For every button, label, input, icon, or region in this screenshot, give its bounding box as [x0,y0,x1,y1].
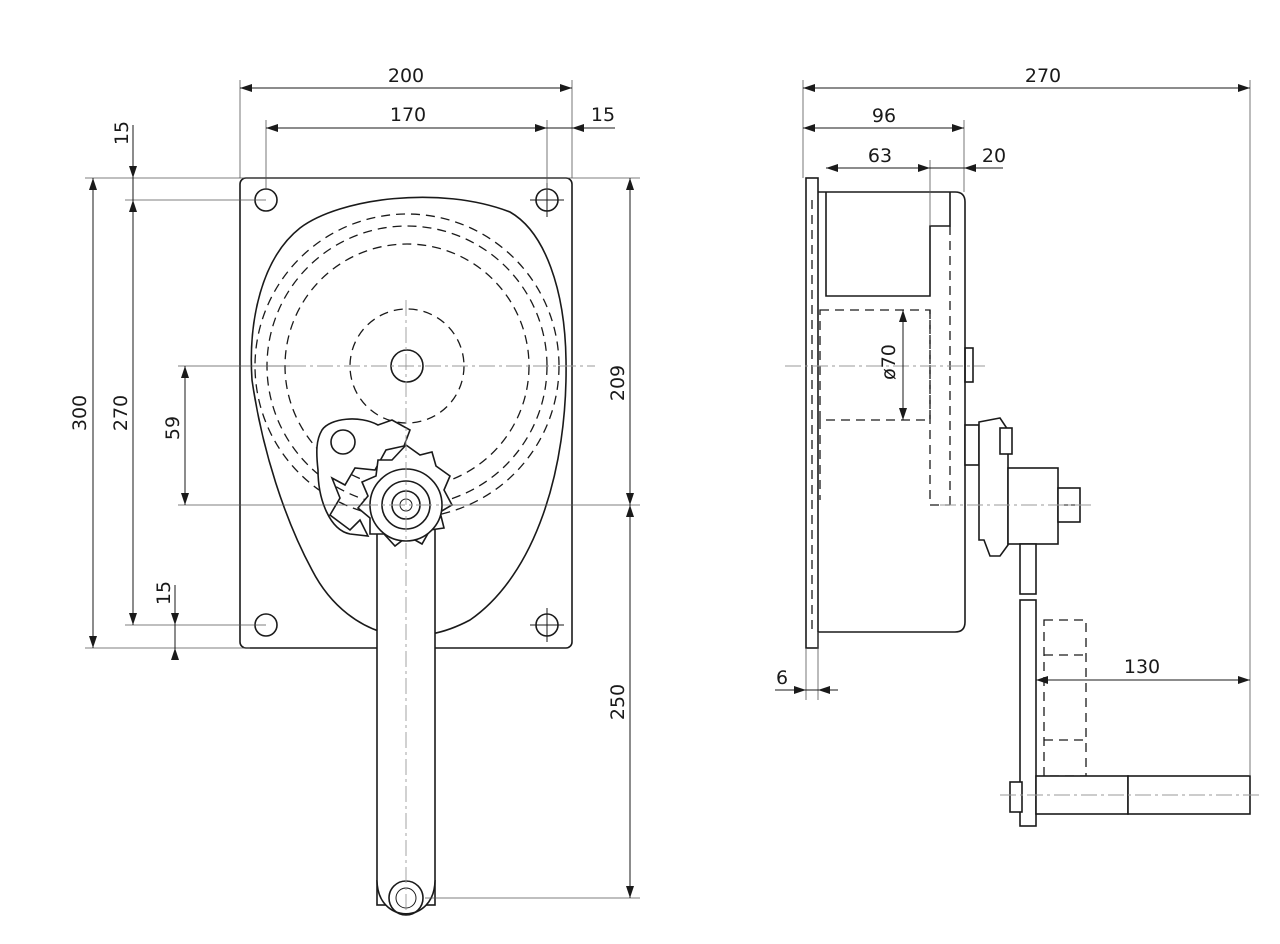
drum-outer-hidden [254,213,560,519]
dim-gap: 20 [982,145,1006,167]
dim-hole-edge-bottom: 15 [153,581,175,605]
pawl-side [964,424,980,466]
front-view: 200 170 15 15 300 270 [69,65,640,916]
crank-arm-side-top [1019,543,1037,595]
side-view: 270 96 63 20 ø70 130 6 [775,65,1262,827]
dim-axis-offset: 59 [162,416,184,440]
pawl-pivot [330,429,356,455]
dim-crank-length: 250 [607,684,629,720]
dim-plate-height: 300 [69,395,91,431]
dim-handle-length: 130 [1124,656,1160,678]
housing-outline [250,196,567,637]
dim-total-depth: 270 [1025,65,1061,87]
dim-drum-diameter: ø70 [878,344,900,380]
crank-arm-side [1019,599,1037,827]
dim-plate-width: 200 [388,65,424,87]
side-housing [818,191,966,633]
dim-hole-edge-top: 15 [111,121,133,145]
side-mounting-plate [805,177,819,649]
dim-hole-edge-right: 15 [591,104,615,126]
dim-axis-to-top: 209 [607,365,629,401]
shaft-nub [964,347,974,383]
handle-hidden [1043,619,1087,777]
side-drum-hidden [819,309,931,421]
dim-drum-depth: 63 [868,145,892,167]
dim-plate-thickness: 6 [776,667,788,689]
dim-hole-spacing-width: 170 [390,104,426,126]
dim-hole-spacing-height: 270 [110,395,132,431]
drum-window [825,192,951,297]
dim-housing-depth: 96 [872,105,896,127]
brake-pawl [316,418,411,537]
crank-hub-side [1007,467,1059,545]
